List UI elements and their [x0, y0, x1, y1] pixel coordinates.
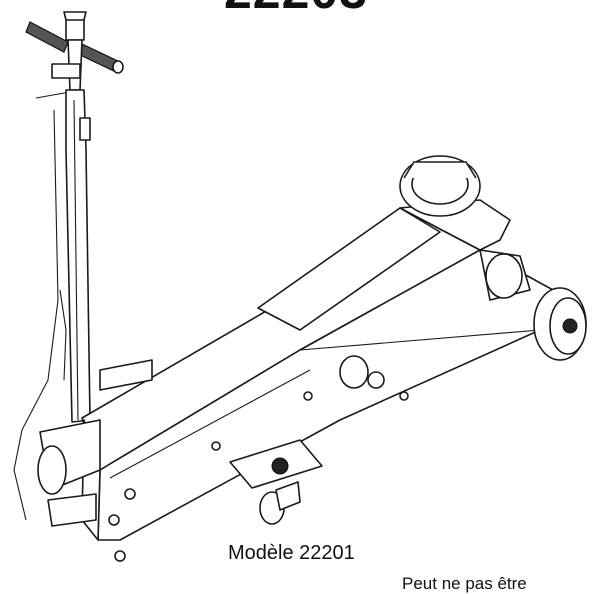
pump-assembly — [37, 355, 385, 527]
bottom-note: Peut ne pas être — [402, 574, 527, 593]
model-caption: Modèle 22201 — [228, 542, 355, 564]
rear-wheel — [533, 287, 587, 361]
front-caster — [229, 439, 323, 525]
lift-arm-saddle — [399, 155, 531, 301]
chassis-bolts — [108, 391, 409, 562]
page-title: 22203 — [0, 0, 592, 16]
handle-grips — [25, 11, 124, 74]
